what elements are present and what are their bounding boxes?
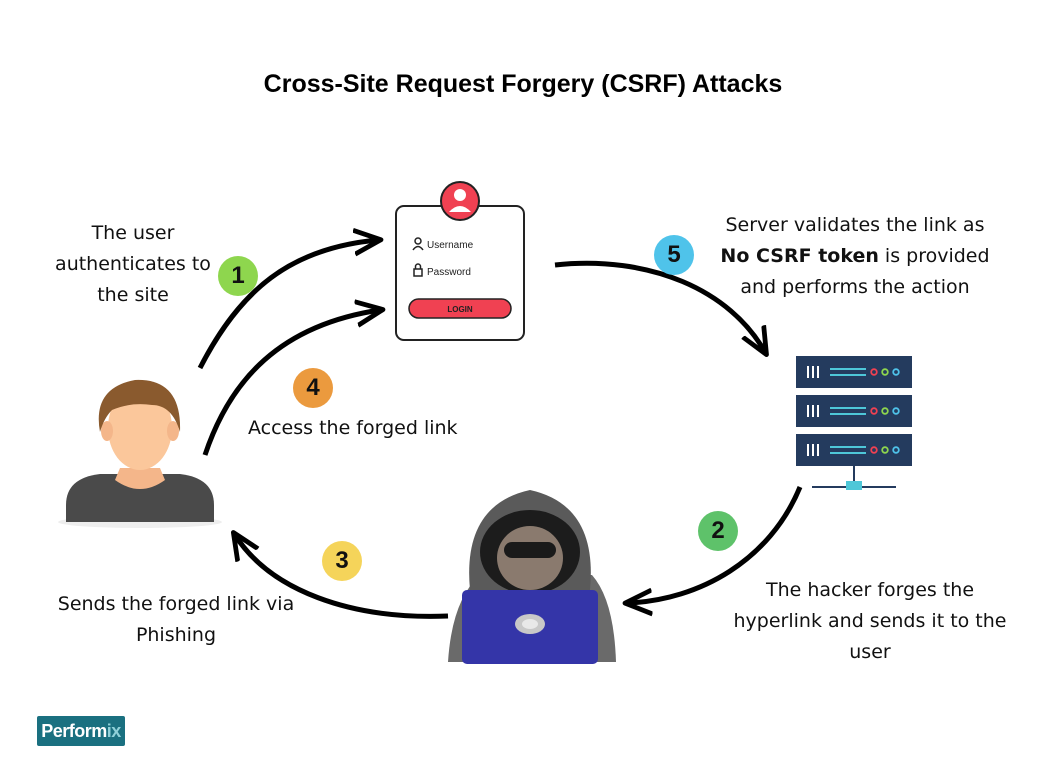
- step-badge-3: 3: [322, 541, 362, 581]
- diagram-title: Cross-Site Request Forgery (CSRF) Attack…: [263, 70, 783, 98]
- login-button[interactable]: [408, 298, 512, 319]
- step3-text: Sends the forged link via Phishing: [57, 593, 295, 646]
- password-label: Password: [427, 267, 471, 278]
- performix-logo: Performix: [37, 716, 125, 746]
- step4-text: Access the forged link: [248, 417, 458, 439]
- no-csrf-token-emphasis: No CSRF token: [720, 245, 879, 267]
- login-button-label: LOGIN: [447, 305, 473, 314]
- arrow-hacker-to-user: [235, 535, 449, 619]
- step-badge-4: 4: [293, 368, 333, 408]
- login-form: Username Password LOGIN: [395, 181, 525, 341]
- server-icon: [796, 356, 912, 490]
- username-label: Username: [427, 240, 474, 251]
- arrow-login-to-server: [554, 260, 765, 352]
- step2-text: The hacker forges the hyperlink and send…: [733, 579, 1007, 663]
- user-avatar: [58, 379, 222, 528]
- step-badge-1: 1: [218, 256, 258, 296]
- user-icon: [412, 237, 424, 251]
- arrow-user-access-link: [202, 310, 380, 456]
- step-badge-2: 2: [698, 511, 738, 551]
- step5-text: Server validates the link as No CSRF tok…: [720, 214, 990, 298]
- lock-icon: [413, 263, 423, 277]
- arrow-server-to-hacker: [628, 486, 803, 603]
- step-badge-5: 5: [654, 235, 694, 275]
- arrow-user-to-login: [197, 240, 378, 370]
- step1-text: The user authenticates to the site: [55, 222, 211, 306]
- hacker-figure: [448, 490, 616, 664]
